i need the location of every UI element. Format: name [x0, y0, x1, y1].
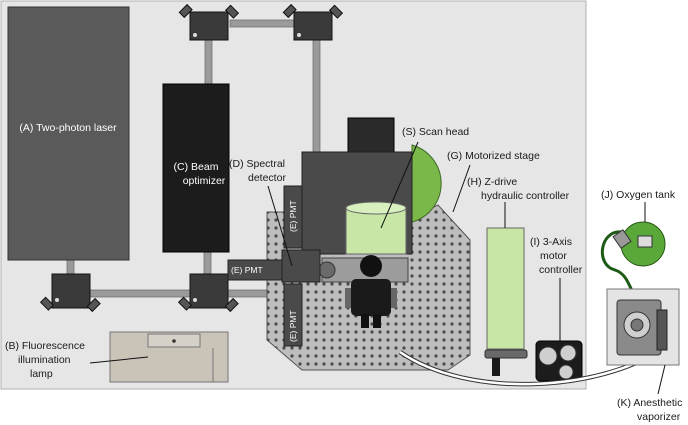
pmt-left-label: (E) PMT [231, 265, 263, 275]
mirror-bottom-right [177, 273, 239, 313]
pmt-bottom-label: (E) PMT [288, 310, 298, 342]
lamp-label-line1: (B) Fluorescence [5, 340, 85, 352]
scan-head-label: (S) Scan head [402, 126, 469, 138]
mirror-top-right [282, 3, 344, 41]
oxygen-tank [600, 221, 666, 299]
lamp-pointer [89, 356, 149, 364]
motor-label-line1: (I) 3-Axis [530, 236, 572, 248]
stage-label: (G) Motorized stage [447, 150, 540, 162]
spectral-pointer [267, 185, 293, 267]
scan-head-pointer [380, 141, 419, 229]
z-drive-controller [484, 227, 528, 376]
anesthetic-vaporizer [606, 288, 680, 366]
mirror-top-left [178, 3, 240, 41]
pmt-top-label: (E) PMT [288, 200, 298, 232]
beam-optimizer [162, 83, 230, 253]
spectral-label-line1: (D) Spectral [229, 158, 285, 170]
lamp-label-line3: lamp [30, 368, 53, 380]
vaporizer-label-line1: (K) Anesthetic [617, 397, 682, 409]
vaporizer-pointer [657, 364, 666, 395]
z-drive-label-line1: (H) Z-drive [467, 176, 517, 188]
z-drive-label-line2: hydraulic controller [481, 190, 570, 202]
lamp-label-line2: illumination [18, 354, 71, 366]
stage-pointer [452, 164, 471, 213]
vaporizer-label-line2: vaporizer [637, 411, 681, 423]
motor-label-line2: motor [540, 250, 567, 262]
optimizer-label-line2: optimizer [183, 175, 226, 187]
motor-controller [535, 340, 583, 382]
motor-label-line3: controller [539, 264, 583, 276]
two-photon-laser [7, 6, 130, 261]
optimizer-label-line1: (C) Beam [174, 161, 219, 173]
oxygen-label: (J) Oxygen tank [601, 189, 676, 201]
mirror-bottom-left [39, 273, 101, 313]
sample-holder [318, 255, 409, 328]
fluorescence-lamp [109, 331, 229, 383]
laser-label: (A) Two-photon laser [19, 122, 117, 134]
spectral-label-line2: detector [248, 172, 286, 184]
